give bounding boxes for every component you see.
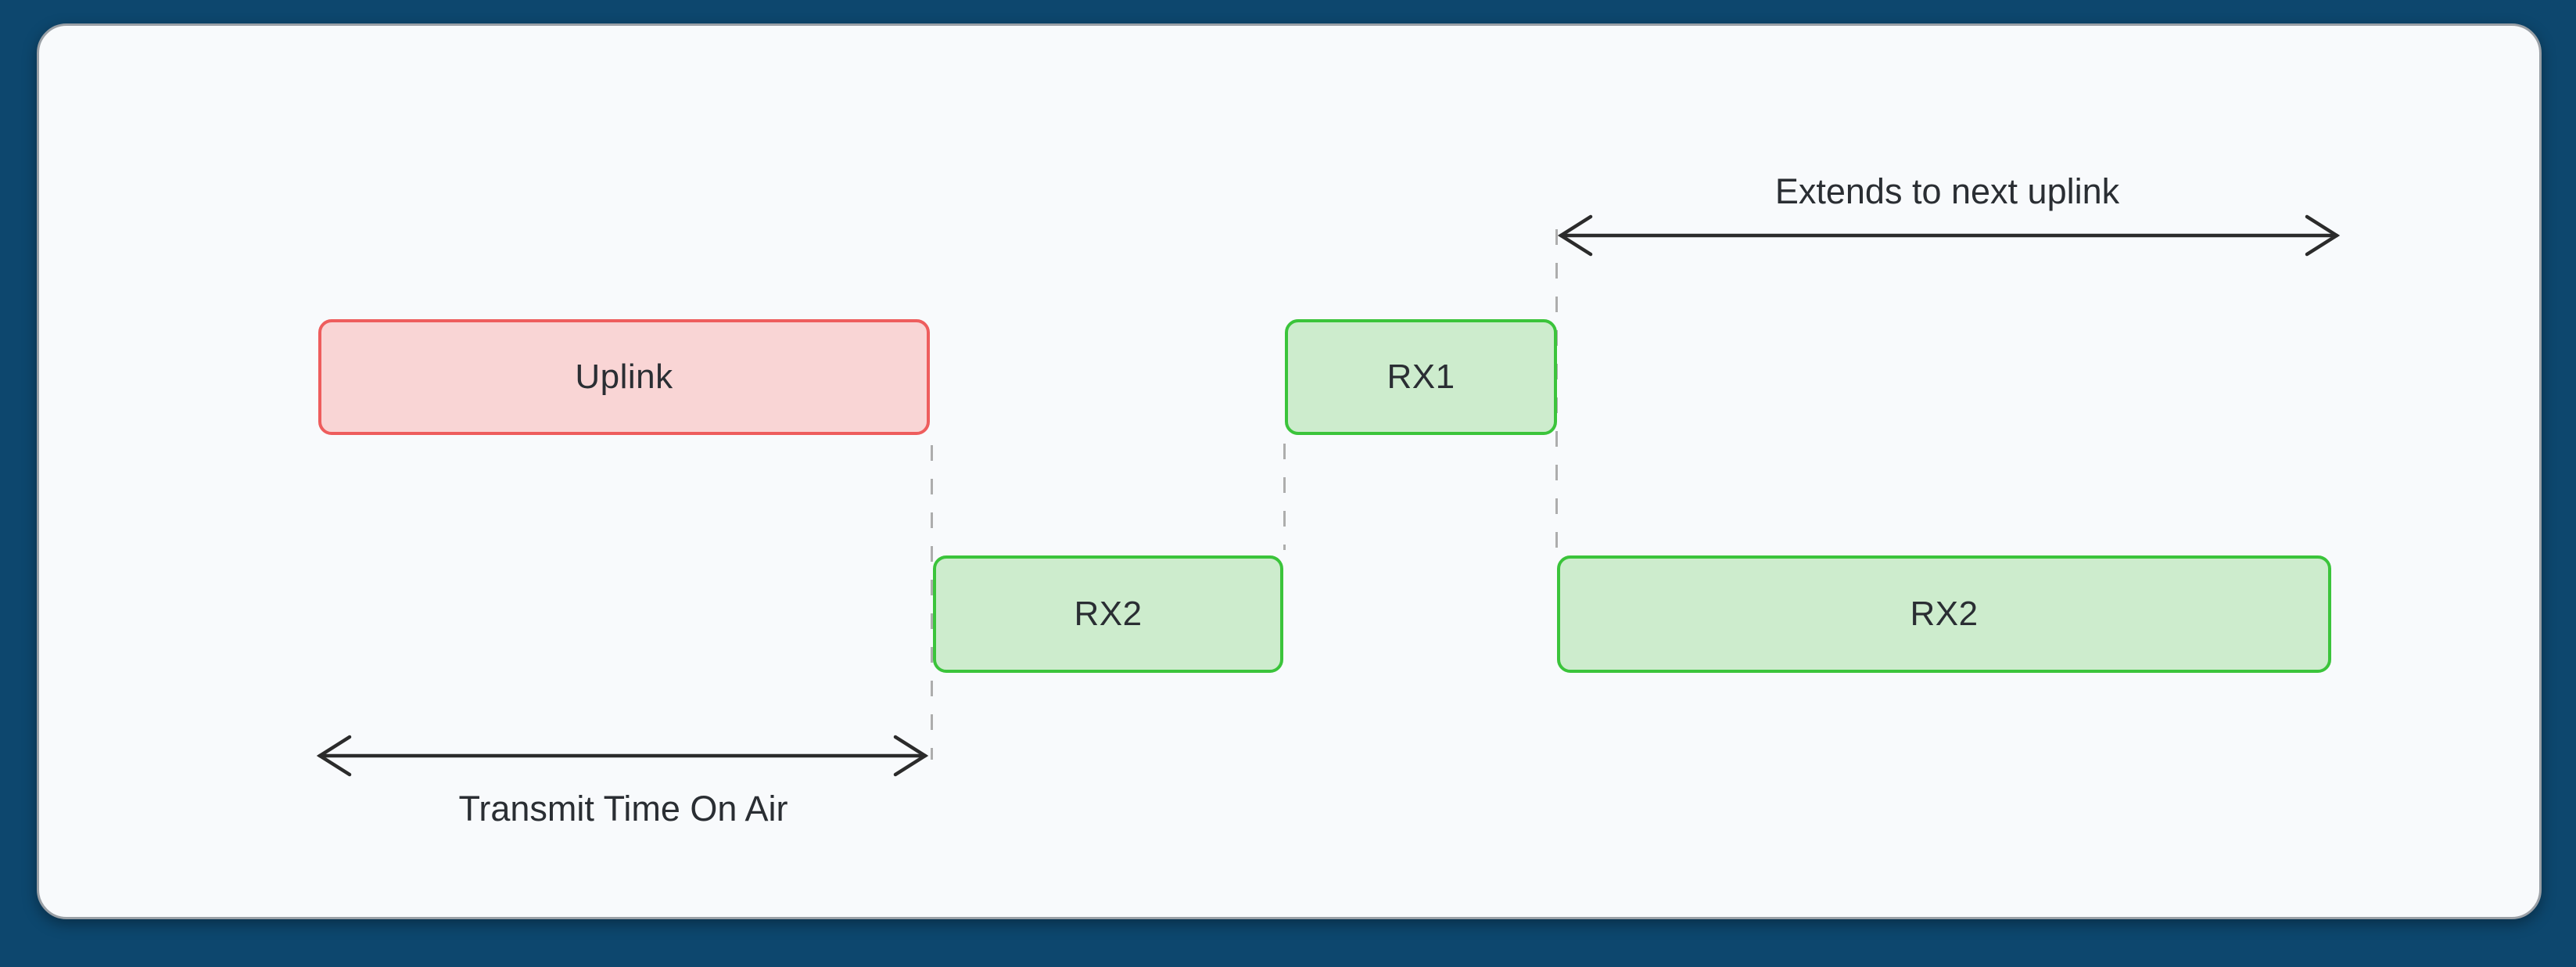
rx1-window-box-label: RX1 [1387,358,1455,396]
rx2-window-box: RX2 [933,555,1283,673]
uplink-box: Uplink [318,319,930,435]
rx1-window-box: RX1 [1285,319,1557,435]
transmit-time-annotation-label: Transmit Time On Air [458,789,788,829]
rx1-start-divider [1283,444,1286,550]
rx2-extended-window-box: RX2 [1557,555,2331,673]
uplink-end-divider [931,445,933,760]
diagram-card: Extends to next uplink Uplink RX2 RX1 RX… [37,23,2542,919]
extends-range-arrow-icon [1557,214,2341,257]
extends-annotation-label: Extends to next uplink [1774,171,2120,211]
rx2-extended-window-box-label: RX2 [1910,595,1979,633]
rx2-window-box-label: RX2 [1074,595,1143,633]
uplink-box-label: Uplink [575,358,673,396]
transmit-time-range-arrow-icon [316,735,929,777]
